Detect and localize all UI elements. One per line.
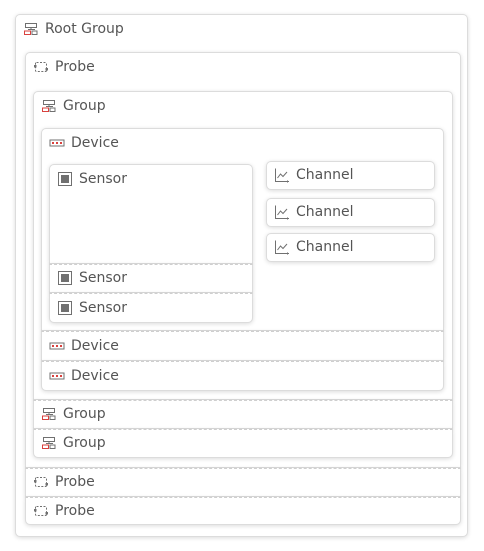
sensor-label: Sensor: [79, 171, 127, 187]
device-label: Device: [71, 338, 119, 354]
group-node[interactable]: Group: [33, 429, 453, 458]
probe-label: Probe: [55, 503, 95, 519]
device-label: Device: [71, 135, 119, 151]
sensor-label: Sensor: [79, 270, 127, 286]
channel-node[interactable]: Channel: [266, 198, 435, 227]
group-icon: [41, 406, 57, 422]
device-node[interactable]: Device: [41, 361, 444, 391]
channel-label: Channel: [296, 167, 354, 183]
channel-chart-icon: [274, 204, 290, 220]
channel-label: Channel: [296, 204, 354, 220]
group-label: Group: [63, 406, 106, 422]
device-label: Device: [71, 368, 119, 384]
sensor-label: Sensor: [79, 300, 127, 316]
sensor-node[interactable]: Sensor: [49, 164, 253, 264]
channel-chart-icon: [274, 167, 290, 183]
group-icon: [23, 21, 39, 37]
device-icon: [49, 338, 65, 354]
channel-node[interactable]: Channel: [266, 161, 435, 190]
probe-label: Probe: [55, 474, 95, 490]
channel-label: Channel: [296, 239, 354, 255]
sensor-icon: [57, 171, 73, 187]
probe-label: Probe: [55, 59, 95, 75]
device-node[interactable]: Device: [41, 331, 444, 361]
sensor-node[interactable]: Sensor: [49, 293, 253, 323]
root-group-label: Root Group: [45, 21, 124, 37]
group-icon: [41, 98, 57, 114]
group-label: Group: [63, 435, 106, 451]
probe-icon: [33, 503, 49, 519]
sensor-icon: [57, 270, 73, 286]
sensor-node[interactable]: Sensor: [49, 264, 253, 293]
probe-icon: [33, 59, 49, 75]
probe-icon: [33, 474, 49, 490]
sensor-icon: [57, 300, 73, 316]
device-icon: [49, 368, 65, 384]
channel-node[interactable]: Channel: [266, 233, 435, 262]
probe-node[interactable]: Probe: [25, 497, 461, 525]
group-icon: [41, 435, 57, 451]
channel-chart-icon: [274, 239, 290, 255]
device-icon: [49, 135, 65, 151]
group-node[interactable]: Group: [33, 400, 453, 429]
group-label: Group: [63, 98, 106, 114]
probe-node[interactable]: Probe: [25, 468, 461, 497]
